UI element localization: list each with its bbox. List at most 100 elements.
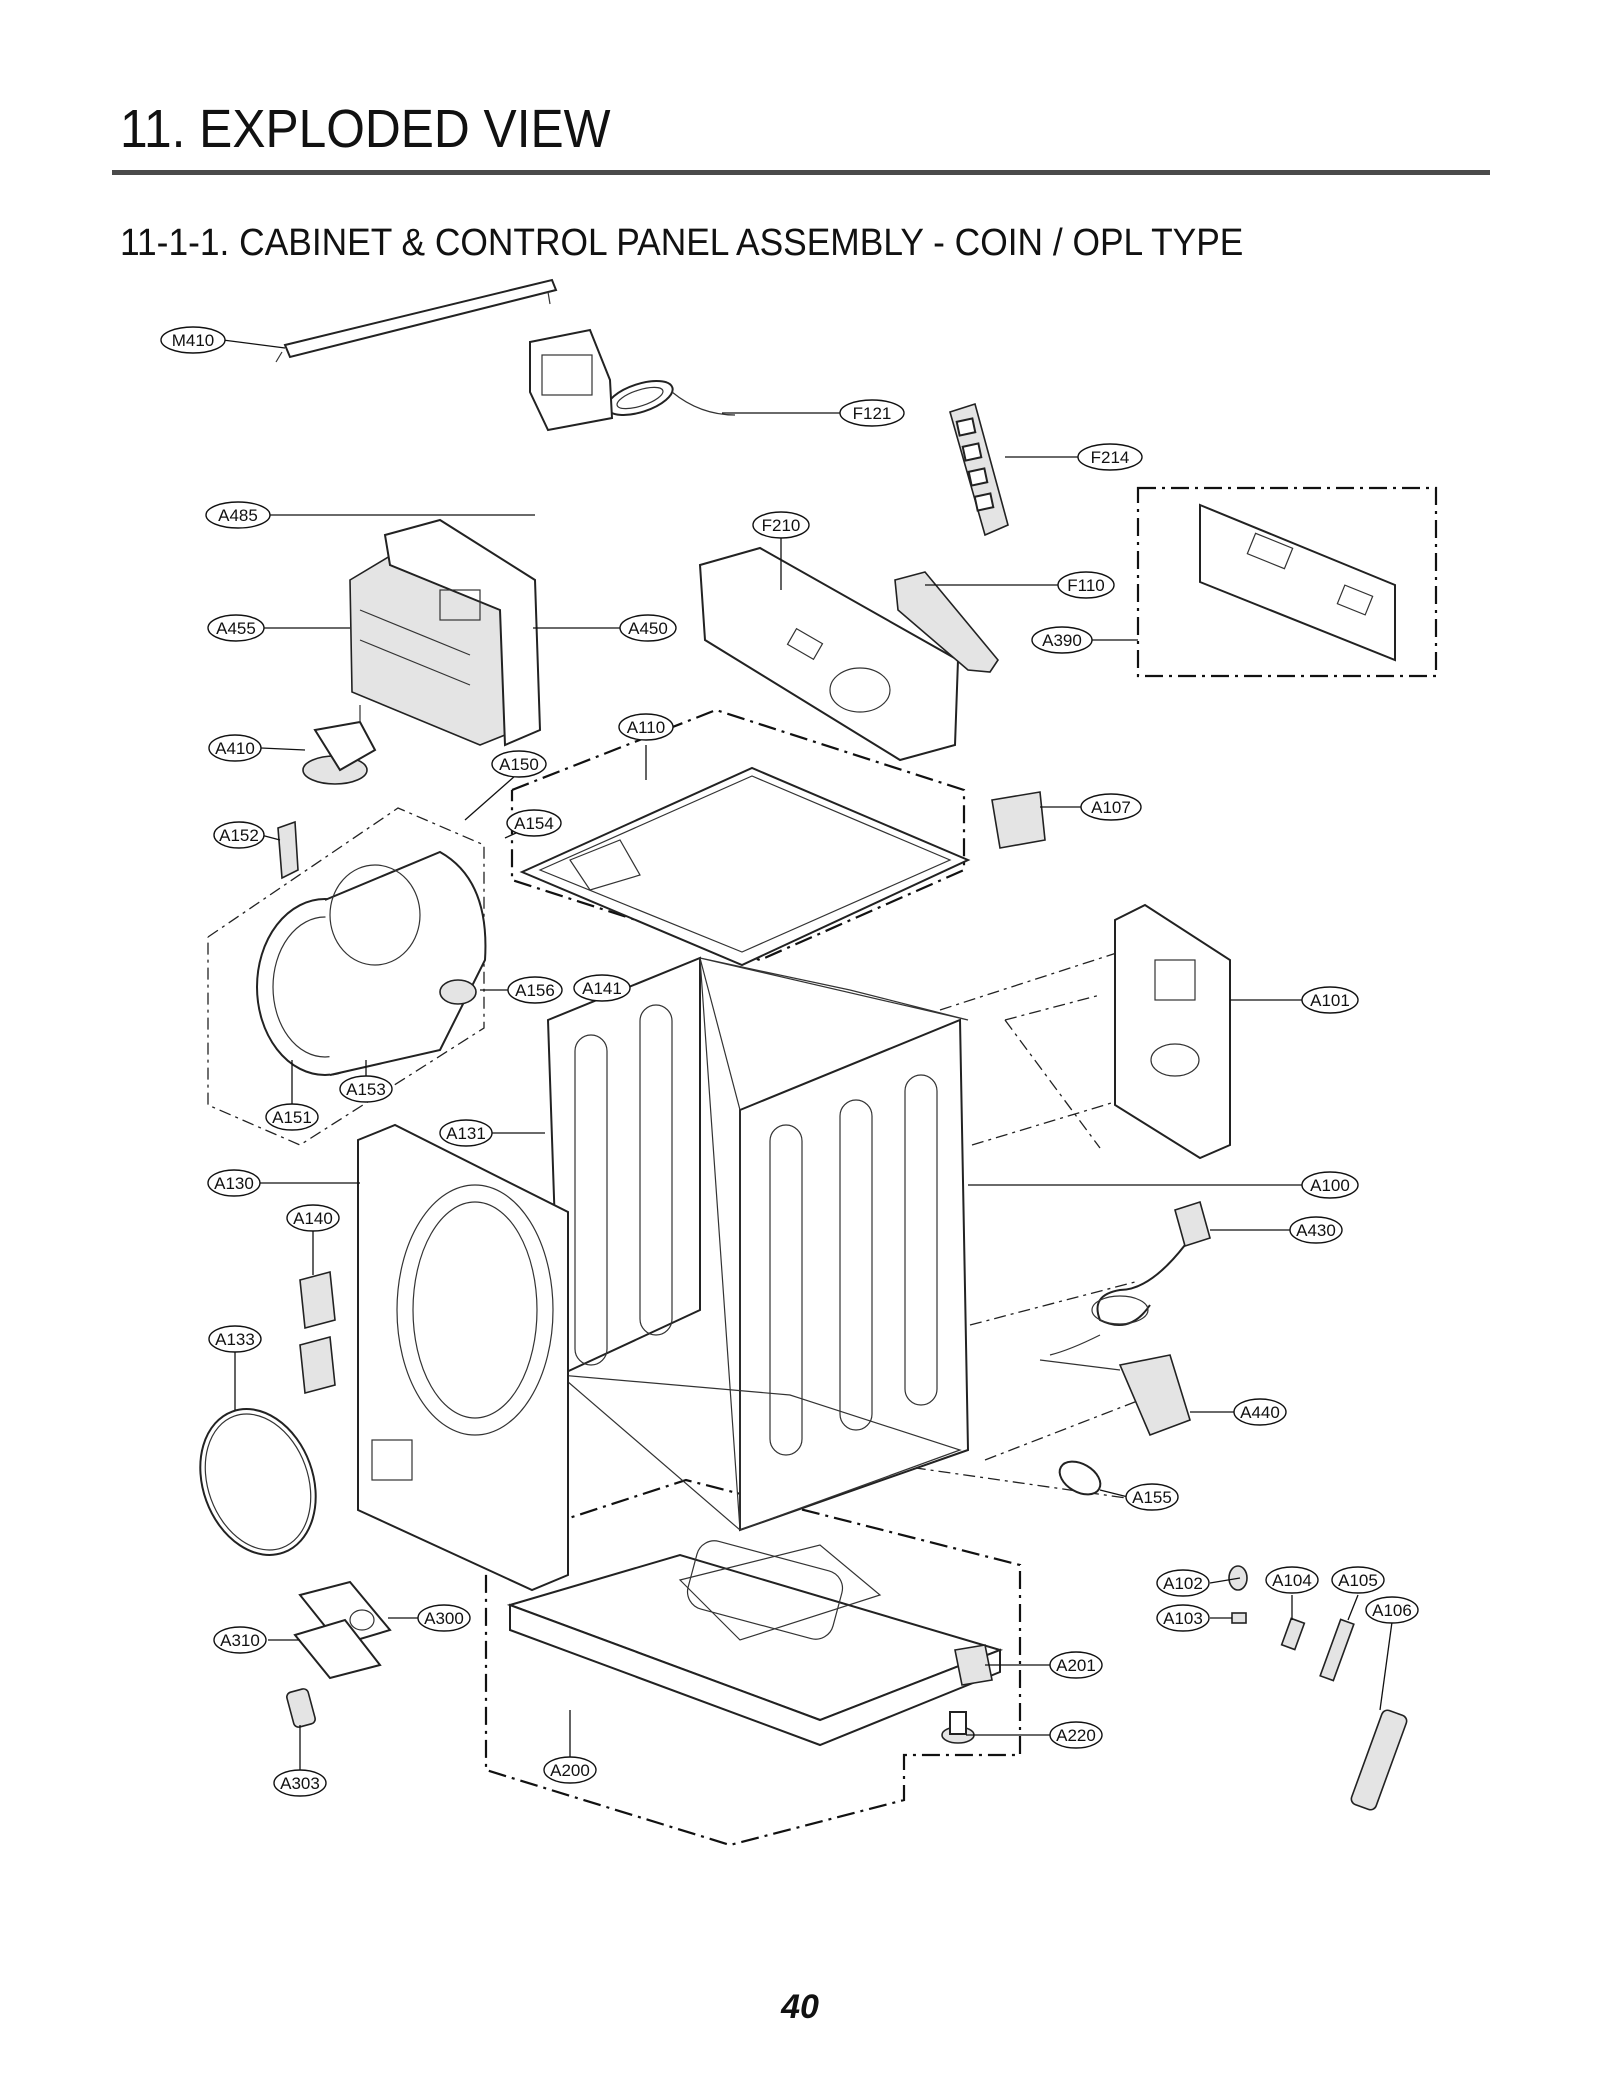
callout-label: A130 xyxy=(214,1174,254,1193)
callout-A130: A130 xyxy=(207,1169,261,1197)
callout-A106: A106 xyxy=(1365,1596,1419,1624)
callout-label: A110 xyxy=(627,718,665,737)
pressure-switch-a410 xyxy=(302,705,377,785)
callout-label: F214 xyxy=(1091,448,1130,467)
bracket-a107 xyxy=(991,791,1046,849)
callout-F214: F214 xyxy=(1077,443,1143,471)
callout-label: A455 xyxy=(216,619,256,638)
hinge-a140 xyxy=(299,1270,336,1395)
callout-A410: A410 xyxy=(208,734,262,762)
harness-f121 xyxy=(606,380,736,416)
callout-A153: A153 xyxy=(339,1075,393,1103)
callout-A100: A100 xyxy=(1301,1171,1359,1199)
callout-A303: A303 xyxy=(273,1769,327,1797)
callout-A152: A152 xyxy=(213,821,265,849)
callout-A220: A220 xyxy=(1049,1721,1103,1749)
bracket-m410 xyxy=(275,278,558,363)
top-cover-a110 xyxy=(519,766,971,967)
callout-A201: A201 xyxy=(1049,1651,1103,1679)
noise-filter-a440 xyxy=(1039,1354,1191,1437)
callout-A156: A156 xyxy=(507,976,563,1004)
control-frame-a390 xyxy=(1199,503,1396,662)
service-cover-a300 xyxy=(293,1580,392,1680)
front-panel-a130 xyxy=(357,1123,569,1592)
callout-label: A201 xyxy=(1056,1656,1096,1675)
title-rule xyxy=(112,170,1490,175)
callout-label: A141 xyxy=(582,979,622,998)
page-number: 40 xyxy=(781,1988,819,2026)
small-parts xyxy=(1228,1565,1408,1811)
callout-label: A450 xyxy=(628,619,668,638)
callout-A154: A154 xyxy=(506,809,562,837)
callout-label: A155 xyxy=(1132,1488,1172,1507)
callout-label: A104 xyxy=(1272,1571,1312,1590)
callout-label: A440 xyxy=(1240,1403,1280,1422)
callout-label: A140 xyxy=(293,1209,333,1228)
callout-A151: A151 xyxy=(265,1103,319,1131)
callout-label: A310 xyxy=(220,1631,260,1650)
power-cord-a430 xyxy=(1049,1200,1211,1356)
grommet-a155 xyxy=(1058,1460,1102,1496)
tub-a150 xyxy=(256,850,487,1076)
callout-F110: F110 xyxy=(1057,571,1115,599)
section-subtitle: 11-1-1. CABINET & CONTROL PANEL ASSEMBLY… xyxy=(120,222,1244,264)
callout-label: A100 xyxy=(1310,1176,1350,1195)
callout-A440: A440 xyxy=(1233,1398,1287,1426)
callout-A150: A150 xyxy=(491,750,547,778)
callout-label: A150 xyxy=(499,755,539,774)
callout-A140: A140 xyxy=(286,1204,340,1232)
pcb-assembly-a450 xyxy=(349,518,542,747)
callout-label: A131 xyxy=(446,1124,486,1143)
callout-label: A200 xyxy=(550,1761,590,1780)
callout-M410: M410 xyxy=(160,326,226,354)
callout-label: A105 xyxy=(1338,1571,1378,1590)
callout-label: A156 xyxy=(515,981,555,1000)
callout-label: M410 xyxy=(172,331,215,350)
cabinet-a100 xyxy=(546,956,970,1532)
control-panel-f210 xyxy=(698,546,960,762)
callout-A110: A110 xyxy=(618,713,674,741)
callout-A105: A105 xyxy=(1331,1566,1385,1594)
callout-F210: F210 xyxy=(752,511,810,539)
callout-label: A107 xyxy=(1091,798,1131,817)
callout-A131: A131 xyxy=(439,1119,493,1147)
callout-label: F110 xyxy=(1067,576,1105,595)
callout-label: A102 xyxy=(1163,1574,1203,1593)
button-strip-f214 xyxy=(949,402,1009,537)
callout-label: F121 xyxy=(853,404,892,423)
callout-A300: A300 xyxy=(417,1604,471,1632)
latch-a152 xyxy=(277,820,299,880)
callout-label: A133 xyxy=(215,1330,255,1349)
rear-cover-a101 xyxy=(1114,903,1231,1160)
callout-label: F210 xyxy=(762,516,801,535)
callout-A310: A310 xyxy=(213,1626,267,1654)
callout-A104: A104 xyxy=(1265,1566,1319,1594)
callout-A455: A455 xyxy=(207,614,265,642)
display-module-a485 xyxy=(529,328,614,432)
callout-A155: A155 xyxy=(1125,1483,1179,1511)
callout-label: A101 xyxy=(1310,991,1350,1010)
callout-A390: A390 xyxy=(1031,626,1093,654)
callout-A102: A102 xyxy=(1156,1569,1210,1597)
callout-A200: A200 xyxy=(543,1756,597,1784)
callout-label: A485 xyxy=(218,506,258,525)
callout-A450: A450 xyxy=(619,614,677,642)
pcb-f110 xyxy=(894,571,999,673)
callout-A430: A430 xyxy=(1289,1216,1343,1244)
callout-A103: A103 xyxy=(1156,1604,1210,1632)
callout-label: A300 xyxy=(424,1609,464,1628)
callout-label: A430 xyxy=(1296,1221,1336,1240)
callout-F121: F121 xyxy=(839,399,905,427)
callout-label: A410 xyxy=(215,739,255,758)
base-a200 xyxy=(506,1540,1004,1747)
callout-A485: A485 xyxy=(205,501,271,529)
callout-label: A303 xyxy=(280,1774,320,1793)
callout-label: A106 xyxy=(1372,1601,1412,1620)
gasket-ring-a133 xyxy=(199,1408,317,1556)
page-title: 11. EXPLODED VIEW xyxy=(120,99,611,159)
callout-A107: A107 xyxy=(1080,793,1142,821)
callout-label: A390 xyxy=(1042,631,1082,650)
callout-label: A151 xyxy=(272,1108,312,1127)
callout-A133: A133 xyxy=(208,1325,262,1353)
